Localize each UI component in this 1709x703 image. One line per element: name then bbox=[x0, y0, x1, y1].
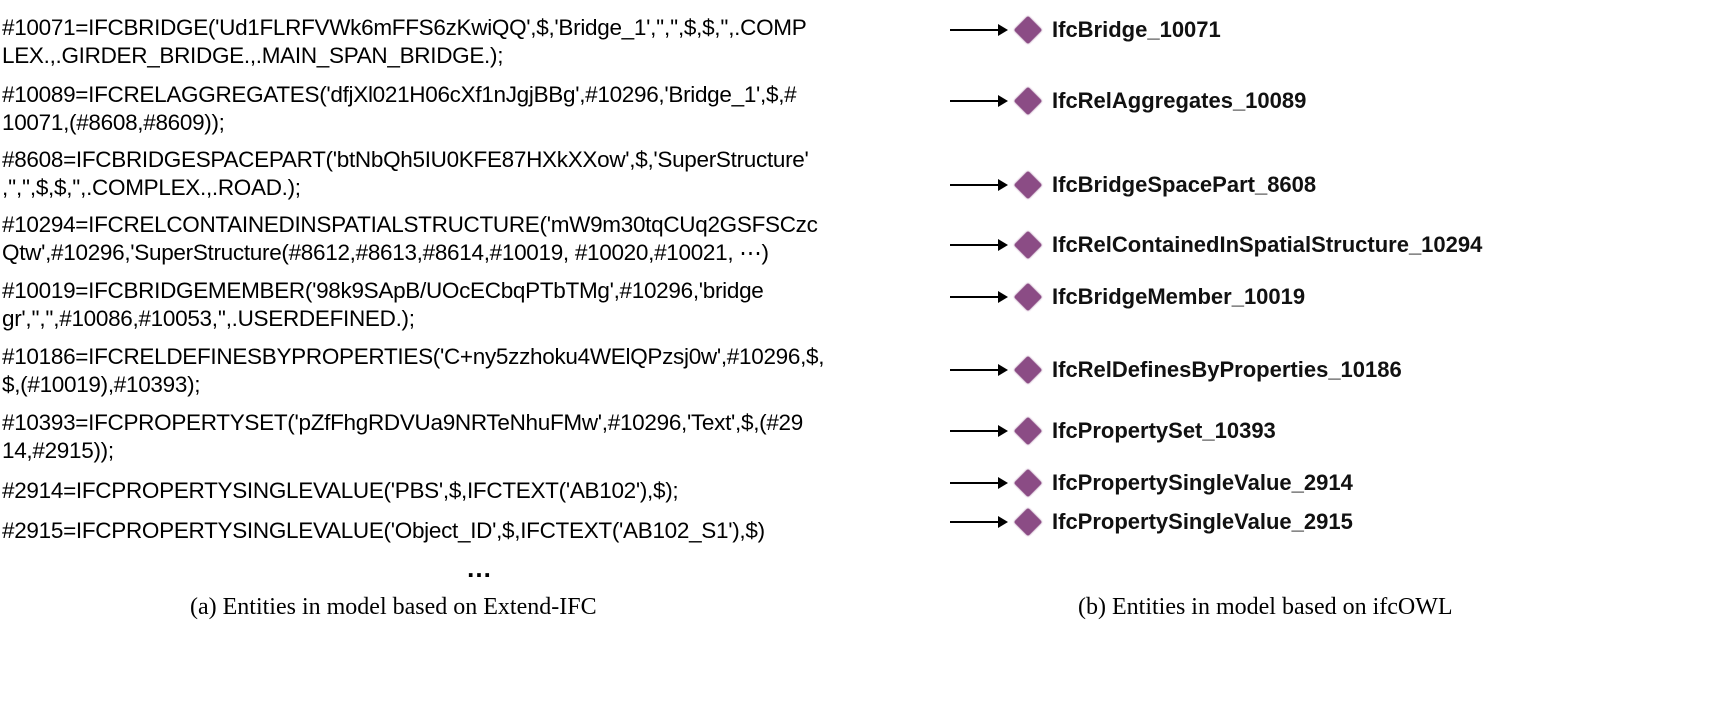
ifc-entity-line: #10186=IFCRELDEFINESBYPROPERTIES('C+ny5z… bbox=[2, 344, 825, 369]
ifc-entity-line: 10071,(#8608,#8609)); bbox=[2, 110, 225, 135]
ifcowl-individual: IfcBridgeMember_10019 bbox=[950, 282, 1305, 312]
ifc-entity-line: gr','','',#10086,#10053,'',.USERDEFINED.… bbox=[2, 306, 415, 331]
ifc-entity-record: #10294=IFCRELCONTAINEDINSPATIALSTRUCTURE… bbox=[2, 211, 947, 267]
more-entities-ellipsis: … bbox=[466, 553, 493, 583]
caption-left: (a) Entities in model based on Extend-IF… bbox=[190, 594, 597, 620]
individual-label: IfcPropertySet_10393 bbox=[1052, 418, 1276, 443]
ifcowl-individual: IfcBridgeSpacePart_8608 bbox=[950, 170, 1316, 200]
ifcowl-individual: IfcPropertySet_10393 bbox=[950, 416, 1276, 446]
arrow-right-icon bbox=[950, 179, 1008, 191]
ifc-entity-line: #10071=IFCBRIDGE('Ud1FLRFVWk6mFFS6zKwiQQ… bbox=[2, 15, 807, 40]
individual-label: IfcRelContainedInSpatialStructure_10294 bbox=[1052, 232, 1483, 257]
owl-individual-diamond-icon bbox=[1013, 282, 1043, 312]
ifc-entity-line: Qtw',#10296,'SuperStructure(#8612,#8613,… bbox=[2, 240, 769, 265]
arrow-right-icon bbox=[950, 516, 1008, 528]
individual-label: IfcRelAggregates_10089 bbox=[1052, 88, 1307, 113]
arrow-right-icon bbox=[950, 477, 1008, 489]
arrow-right-icon bbox=[950, 239, 1008, 251]
ifc-entity-line: #2914=IFCPROPERTYSINGLEVALUE('PBS',$,IFC… bbox=[2, 478, 679, 503]
ifcowl-individual: IfcBridge_10071 bbox=[950, 15, 1221, 45]
ifc-entity-record: #10186=IFCRELDEFINESBYPROPERTIES('C+ny5z… bbox=[2, 343, 947, 399]
ifc-entity-line: $,(#10019),#10393); bbox=[2, 372, 201, 397]
ifcowl-individual: IfcRelAggregates_10089 bbox=[950, 86, 1306, 116]
ifcowl-individual: IfcRelDefinesByProperties_10186 bbox=[950, 355, 1402, 385]
owl-individual-diamond-icon bbox=[1013, 416, 1043, 446]
arrow-right-icon bbox=[950, 425, 1008, 437]
individual-label: IfcBridgeMember_10019 bbox=[1052, 284, 1306, 309]
individual-label: IfcBridgeSpacePart_8608 bbox=[1052, 172, 1317, 197]
individual-label: IfcPropertySingleValue_2914 bbox=[1052, 470, 1353, 495]
ifc-entity-line: LEX.,.GIRDER_BRIDGE.,.MAIN_SPAN_BRIDGE.)… bbox=[2, 43, 504, 68]
ifc-entity-line: #8608=IFCBRIDGESPACEPART('btNbQh5IU0KFE8… bbox=[2, 147, 809, 172]
ifc-entity-record: #2915=IFCPROPERTYSINGLEVALUE('Object_ID'… bbox=[2, 517, 947, 545]
owl-individual-diamond-icon bbox=[1013, 507, 1043, 537]
individual-label: IfcPropertySingleValue_2915 bbox=[1052, 509, 1353, 534]
owl-individual-diamond-icon bbox=[1013, 355, 1043, 385]
arrow-right-icon bbox=[950, 24, 1008, 36]
ifc-entity-line: #10294=IFCRELCONTAINEDINSPATIALSTRUCTURE… bbox=[2, 212, 818, 237]
owl-individual-diamond-icon bbox=[1013, 230, 1043, 260]
owl-individual-diamond-icon bbox=[1013, 468, 1043, 498]
ifc-entity-line: #10089=IFCRELAGGREGATES('dfjXl021H06cXf1… bbox=[2, 82, 797, 107]
arrow-right-icon bbox=[950, 291, 1008, 303]
ifcowl-individual: IfcPropertySingleValue_2914 bbox=[950, 468, 1353, 498]
ifcowl-individual: IfcRelContainedInSpatialStructure_10294 bbox=[950, 230, 1482, 260]
caption-right: (b) Entities in model based on ifcOWL bbox=[1078, 594, 1453, 620]
individual-label: IfcBridge_10071 bbox=[1052, 17, 1221, 42]
owl-individual-diamond-icon bbox=[1013, 15, 1043, 45]
ifc-entity-record: #10019=IFCBRIDGEMEMBER('98k9SApB/UOcECbq… bbox=[2, 277, 947, 333]
ifc-entity-line: #10393=IFCPROPERTYSET('pZfFhgRDVUa9NRTeN… bbox=[2, 410, 803, 435]
ifc-entity-record: #10071=IFCBRIDGE('Ud1FLRFVWk6mFFS6zKwiQQ… bbox=[2, 14, 947, 70]
arrow-right-icon bbox=[950, 364, 1008, 376]
owl-individual-diamond-icon bbox=[1013, 86, 1043, 116]
ifc-entity-record: #2914=IFCPROPERTYSINGLEVALUE('PBS',$,IFC… bbox=[2, 477, 947, 505]
ifc-entity-line: 14,#2915)); bbox=[2, 438, 114, 463]
individual-label: IfcRelDefinesByProperties_10186 bbox=[1052, 357, 1402, 382]
arrow-right-icon bbox=[950, 95, 1008, 107]
ifc-entity-record: #8608=IFCBRIDGESPACEPART('btNbQh5IU0KFE8… bbox=[2, 146, 947, 202]
ifcowl-individual: IfcPropertySingleValue_2915 bbox=[950, 507, 1353, 537]
ifc-entity-line: #2915=IFCPROPERTYSINGLEVALUE('Object_ID'… bbox=[2, 518, 765, 543]
ifc-entity-record: #10089=IFCRELAGGREGATES('dfjXl021H06cXf1… bbox=[2, 81, 947, 137]
ifc-entity-record: #10393=IFCPROPERTYSET('pZfFhgRDVUa9NRTeN… bbox=[2, 409, 947, 465]
ifc-entity-line: ,'','',$,$,'',.COMPLEX.,.ROAD.); bbox=[2, 175, 301, 200]
ifc-entity-line: #10019=IFCBRIDGEMEMBER('98k9SApB/UOcECbq… bbox=[2, 278, 764, 303]
owl-individual-diamond-icon bbox=[1013, 170, 1043, 200]
